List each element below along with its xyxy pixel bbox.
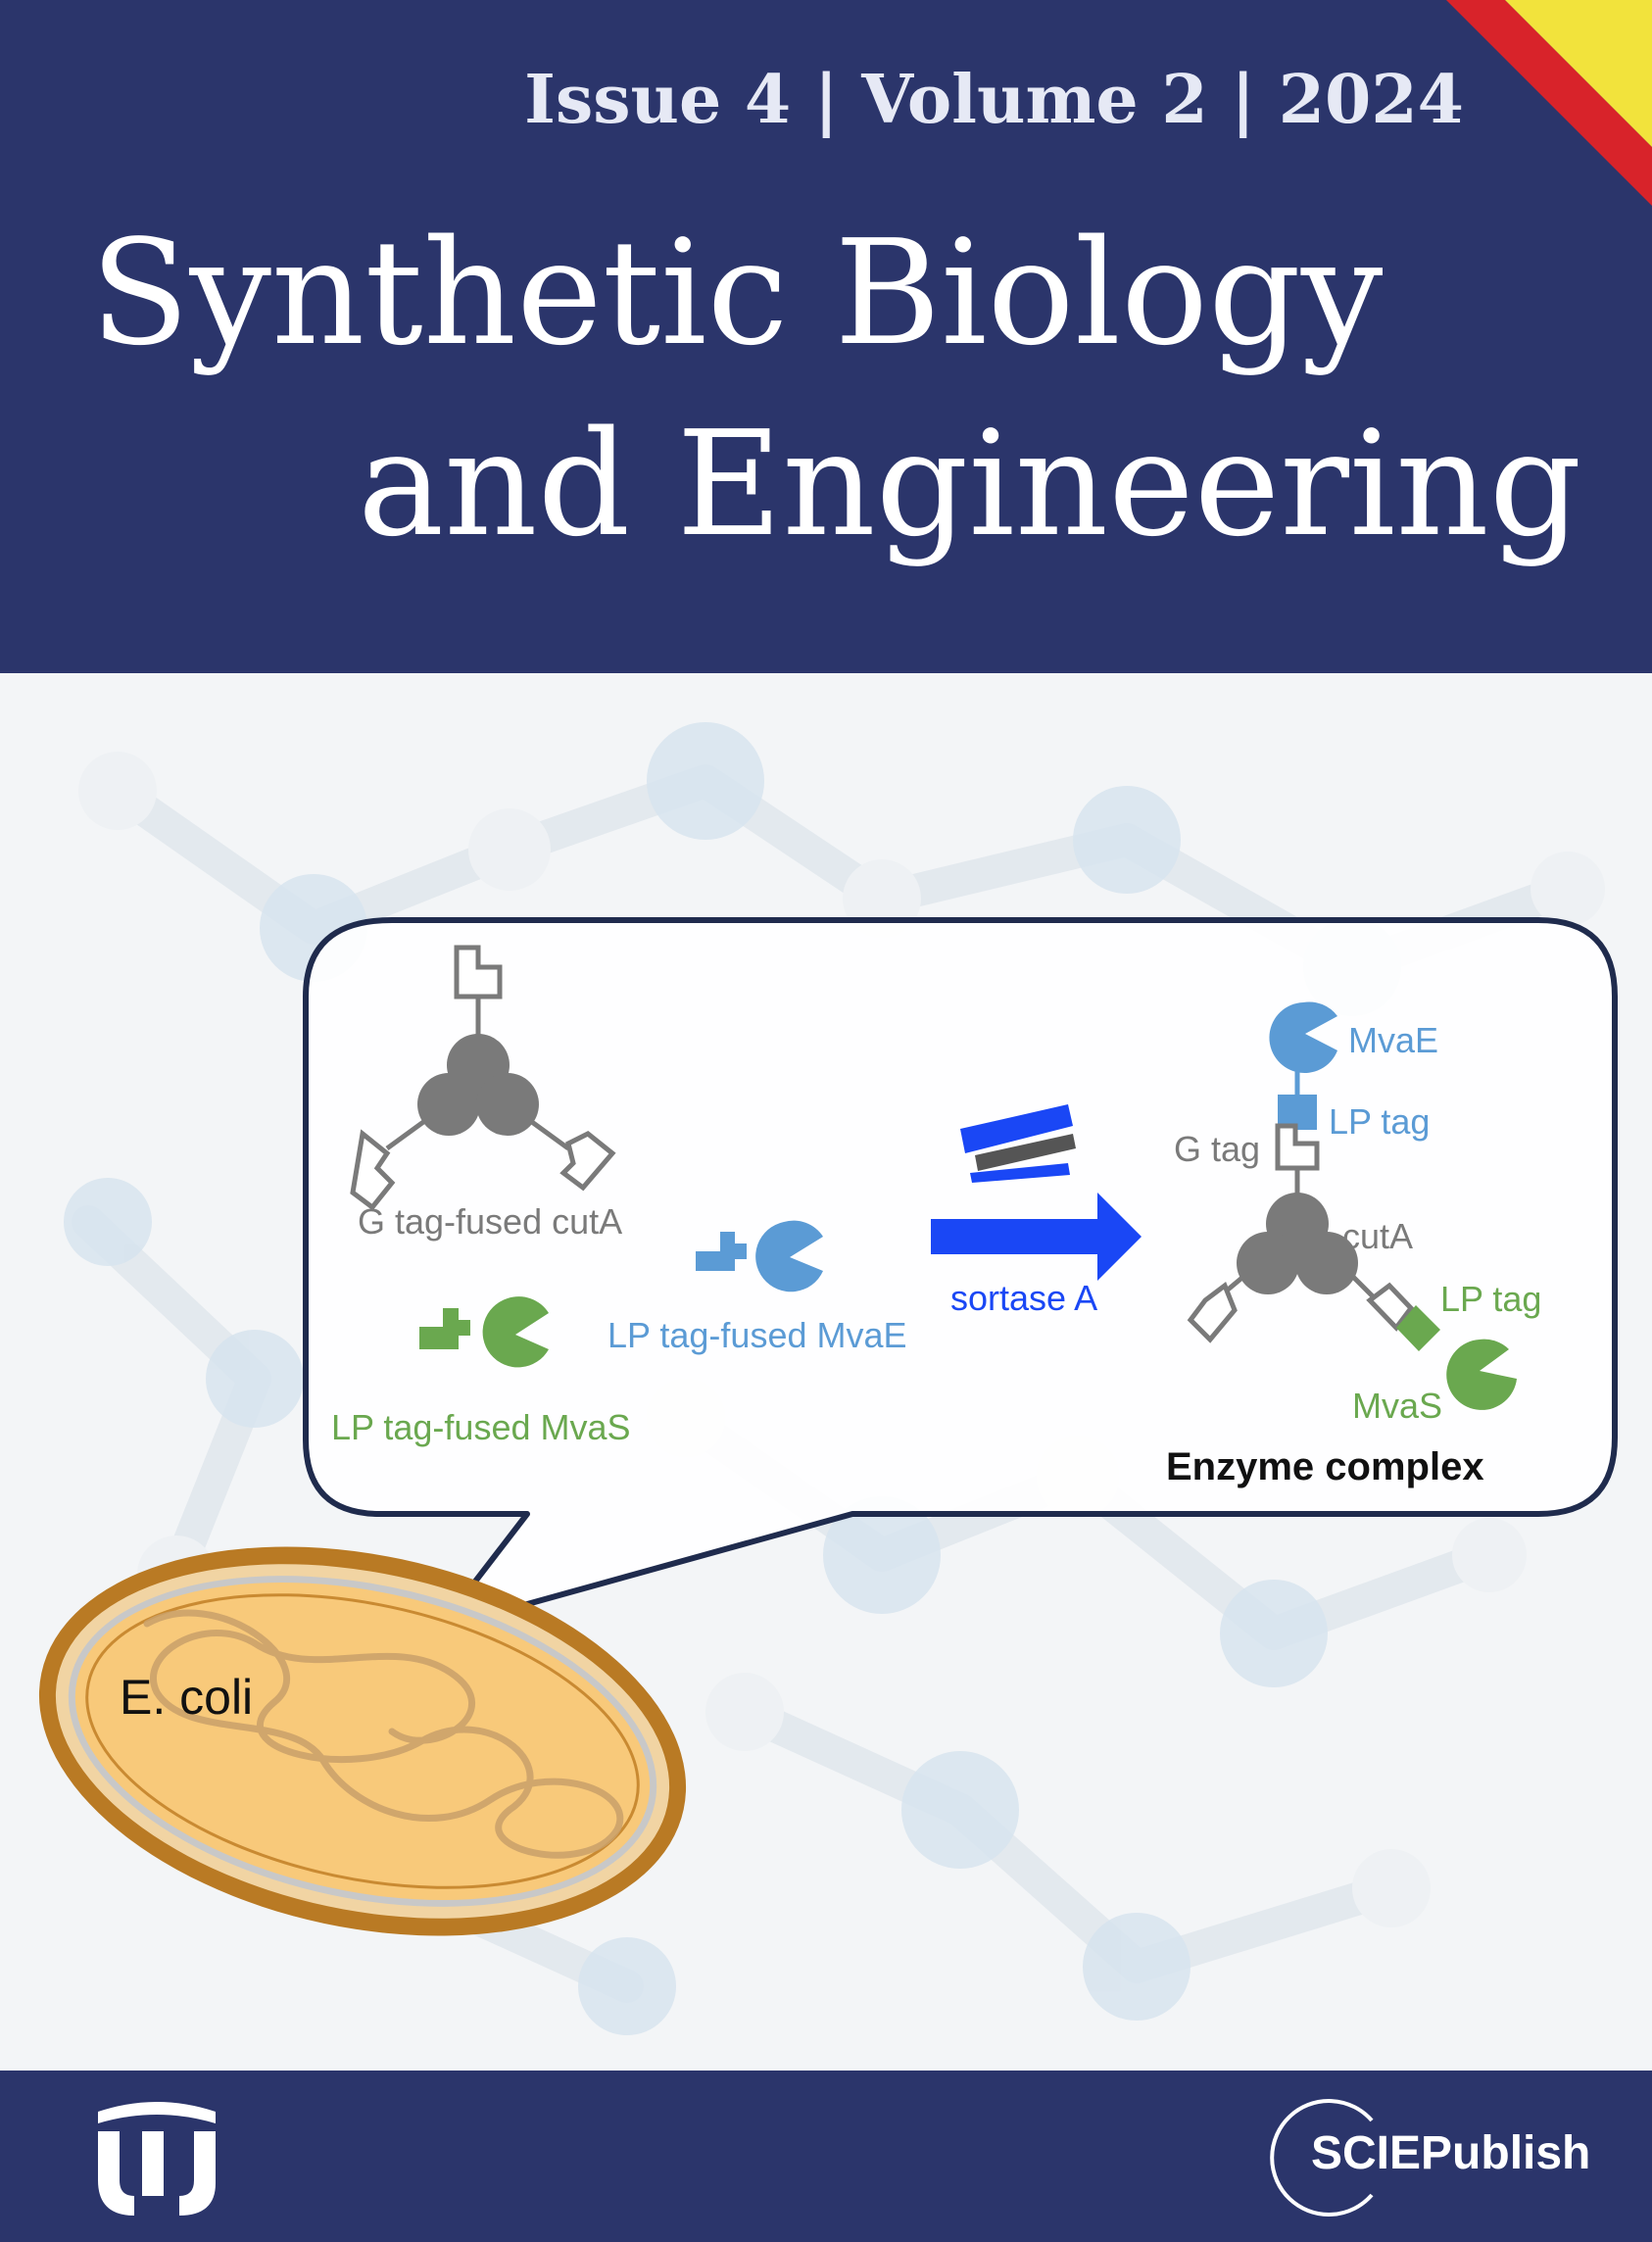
corner-stripes-icon xyxy=(1446,0,1652,206)
reaction-arrow-icon xyxy=(931,1193,1142,1281)
label-g-tag: G tag xyxy=(1174,1129,1261,1169)
issue-line: Issue 4 | Volume 2 | 2024 xyxy=(524,61,1464,139)
label-cuta: cutA xyxy=(1342,1216,1414,1256)
label-lp-tag-top: LP tag xyxy=(1329,1101,1431,1142)
enzyme-complex-icon xyxy=(1187,1001,1517,1410)
label-mvas: MvaS xyxy=(1352,1386,1443,1426)
label-e-coli: E. coli xyxy=(120,1670,254,1725)
journal-title-line2: and Engineering xyxy=(358,400,1582,568)
figure-graphics xyxy=(38,917,1618,1936)
label-g-tag-cuta: G tag-fused cutA xyxy=(358,1201,623,1242)
label-mvae: MvaE xyxy=(1348,1020,1439,1060)
e-coli-cell-icon xyxy=(38,1546,687,1936)
cover-header: Issue 4 | Volume 2 | 2024 Synthetic Biol… xyxy=(0,0,1652,673)
label-lp-tag-bottom: LP tag xyxy=(1440,1279,1542,1319)
cuta-trimer-icon xyxy=(350,945,616,1211)
mvae-fusion-icon xyxy=(696,1220,823,1292)
mvas-fusion-icon xyxy=(419,1296,549,1368)
label-enzyme-complex: Enzyme complex xyxy=(1166,1445,1484,1488)
enzyme-complex-figure: G tag-fused cutA LP tag-fused MvaE LP ta… xyxy=(0,673,1652,2071)
uj-logo-icon xyxy=(98,2102,216,2216)
cover-footer xyxy=(0,2071,1652,2242)
journal-title-line1: Synthetic Biology xyxy=(90,209,1384,377)
label-lp-tag-mvae: LP tag-fused MvaE xyxy=(607,1315,907,1355)
stapler-icon xyxy=(960,1104,1076,1183)
publisher-name: SCIEPublish xyxy=(1311,2127,1591,2179)
label-sortase: sortase A xyxy=(950,1278,1098,1318)
sciepublish-logo-icon xyxy=(1270,2099,1374,2217)
label-lp-tag-mvas: LP tag-fused MvaS xyxy=(331,1407,631,1447)
